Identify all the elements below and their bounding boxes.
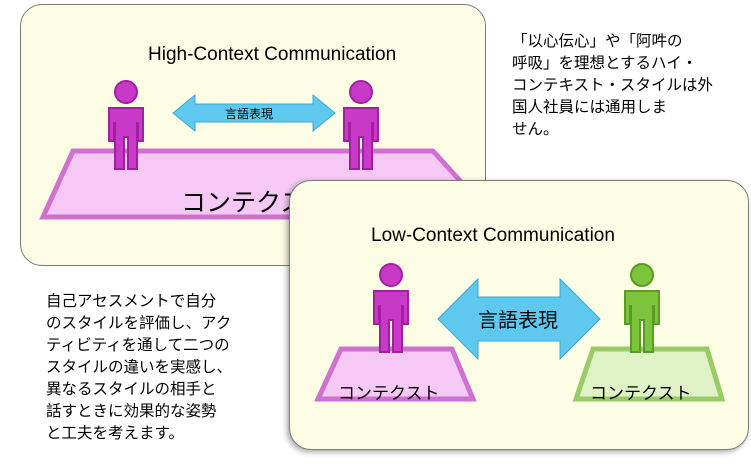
low-context-panel: Low-Context Communication コンテクスト コンテクスト … [289, 180, 749, 450]
note-line: 話すときに効果的な姿勢 [46, 402, 217, 420]
note-line: 異なるスタイルの相手と [46, 380, 217, 398]
high-context-title: High-Context Communication [148, 44, 397, 65]
left-context-label: コンテクスト [338, 384, 440, 404]
description-note: 自己アセスメントで自分 のスタイルを評価し、アク ティビティを通して二つの スタ… [46, 290, 268, 444]
context-mat-left [314, 346, 477, 402]
double-arrow-icon [172, 93, 336, 133]
person-icon [624, 263, 660, 353]
right-context-label: コンテクスト [590, 384, 692, 404]
note-line: ティビティを通して二つの [46, 336, 230, 354]
note-line: 自己アセスメントで自分 [46, 292, 217, 310]
note-line: と工夫を考えます。 [46, 424, 184, 442]
arrow-label: 言語表現 [225, 106, 273, 121]
note-line: コンテキスト・スタイルは外 [512, 76, 714, 94]
note-line: 呼吸」を理想とするハイ・ [512, 54, 698, 72]
person-icon [373, 263, 409, 353]
context-mat-right [572, 346, 726, 402]
note-line: 国人社員には通用しま [512, 98, 668, 116]
note-line: のスタイルを評価し、アク [46, 314, 232, 332]
double-arrow-icon [437, 277, 601, 361]
note-line: 「以心伝心」や「阿吽の [512, 32, 683, 50]
note-line: せん。 [512, 120, 559, 138]
low-context-title: Low-Context Communication [371, 225, 615, 246]
low-context-diagram: コンテクスト コンテクスト 言語表現 [314, 263, 726, 404]
note-line: スタイルの違いを実感し、 [46, 358, 233, 376]
high-context-note: 「以心伝心」や「阿吽の 呼吸」を理想とするハイ・ コンテキスト・スタイルは外 国… [512, 30, 732, 140]
arrow-label: 言語表現 [478, 308, 558, 332]
